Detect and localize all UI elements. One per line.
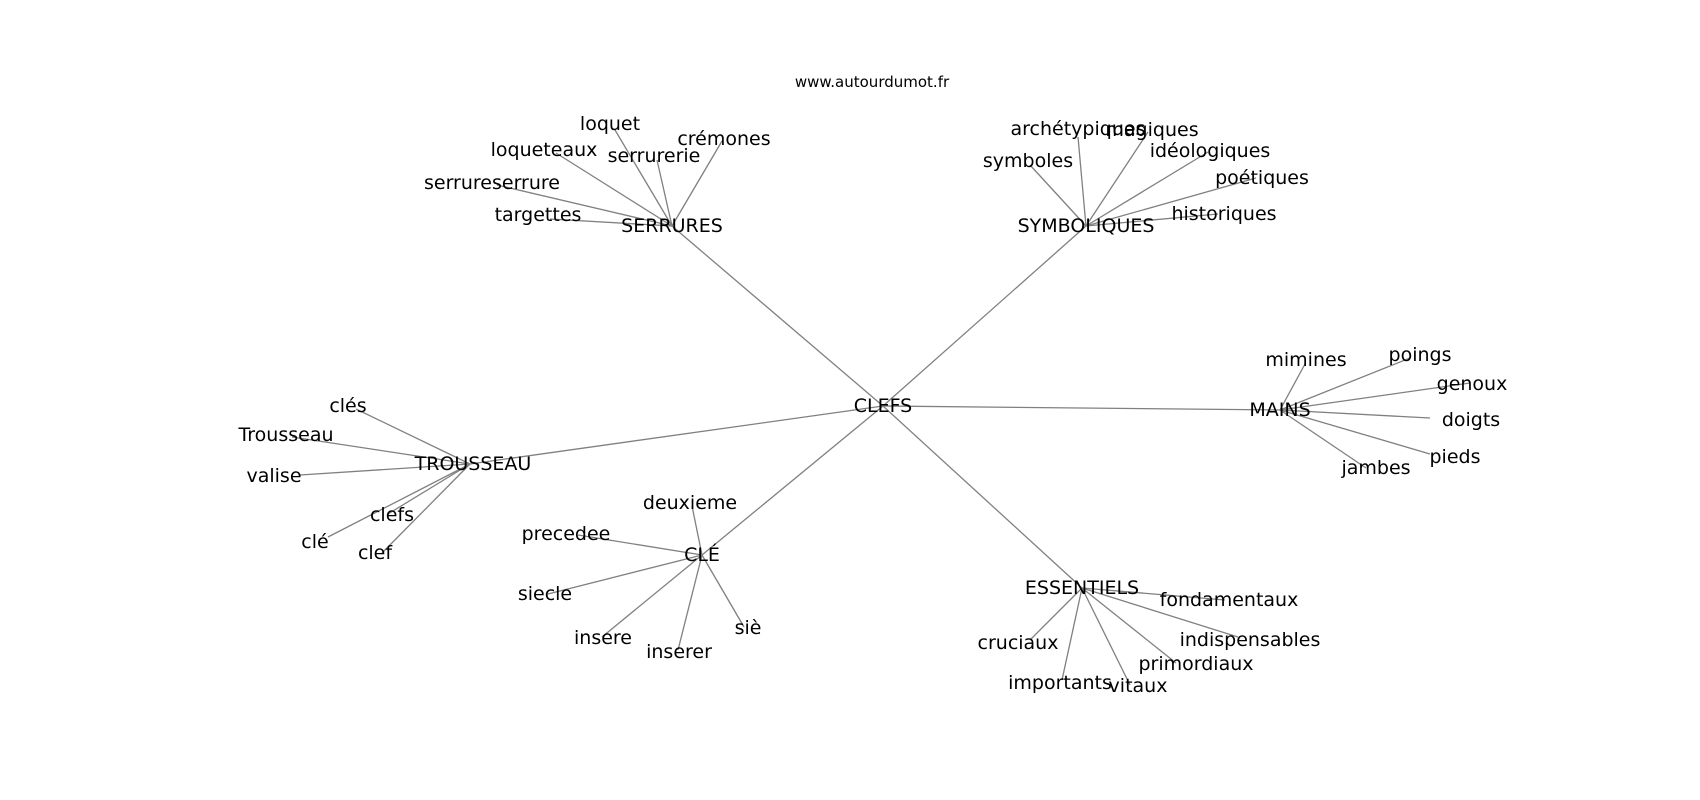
edge-hub-leaf [1061,587,1083,681]
edge-hub-leaf [577,534,703,556]
leaf-node: idéologiques [1150,140,1271,162]
edge-hub-leaf [1279,357,1411,411]
edge-hub-leaf [1279,382,1471,411]
source-label: www.autourdumot.fr [795,73,950,91]
edge-hub-leaf [691,505,703,556]
leaf-node: archétypiques [1011,118,1146,140]
leaf-node: clés [329,395,366,417]
leaf-node: targettes [495,204,582,226]
leaf-node: magiques [1105,119,1198,141]
hub-node: TROUSSEAU [414,453,532,475]
edge-hub-leaf [1077,136,1087,227]
leaf-node: clefs [370,504,414,526]
leaf-node: serrureserrure [424,172,560,194]
leaf-node: vitaux [1109,675,1168,697]
leaf-node: doigts [1442,409,1500,431]
leaf-node: serrurerie [608,145,701,167]
hub-node: SERRURES [621,215,723,237]
leaf-node: symboles [983,150,1073,172]
edge-hub-leaf [299,463,471,476]
labels-layer: www.autourdumot.fr CLEFS SERRURES loquet cr… [237,73,1507,697]
leaf-node: genoux [1437,373,1508,395]
edge-hub-leaf [671,140,723,227]
leaf-node: importants [1008,672,1112,694]
leaf-node: pieds [1430,446,1481,468]
edge-hub-leaf [1081,587,1226,601]
edge-hub-leaf [1085,177,1257,227]
hub-node: ESSENTIELS [1025,577,1139,599]
edge-hub-leaf [1081,587,1131,686]
edge-hub-leaf [656,159,673,227]
edges-layer [291,129,1471,686]
leaf-node: valise [246,465,301,487]
edge-hub-leaf [387,463,471,515]
edge-hub-leaf [1029,587,1083,641]
leaf-node: deuxieme [643,492,737,514]
edge-hub-leaf [701,554,745,628]
hub-node: CLÉ [684,543,720,566]
edge-center-hub [882,405,1083,589]
leaf-node: precedee [522,523,611,545]
edge-hub-leaf [1085,213,1219,227]
leaf-node: poings [1389,344,1452,366]
edge-hub-leaf [1085,151,1209,227]
leaf-node: clé [301,531,328,553]
leaf-node: cruciaux [978,632,1059,654]
edge-hub-leaf [291,436,471,465]
hub-node: SYMBOLIQUES [1018,215,1155,237]
leaf-node: siè [735,617,762,639]
leaf-node: clef [358,542,393,564]
leaf-node: poétiques [1215,167,1309,189]
edge-center-hub [469,405,884,465]
edge-center-hub [882,405,1281,411]
leaf-node: loquet [580,113,640,135]
edge-hub-leaf [547,554,703,595]
edge-hub-leaf [1029,164,1087,227]
edge-hub-leaf [355,408,471,465]
leaf-node: loqueteaux [491,139,598,161]
edge-hub-leaf [1081,587,1177,664]
edge-hub-leaf [549,218,673,227]
edge-hub-leaf [1279,409,1367,469]
leaf-node: Trousseau [237,424,333,446]
edge-hub-leaf [496,184,673,227]
leaf-node: historiques [1171,203,1276,225]
edge-center-hub [671,225,884,407]
edge-hub-leaf [1279,409,1431,455]
edge-hub-leaf [555,152,673,227]
edge-hub-leaf [1081,587,1239,638]
edge-center-hub [701,405,884,556]
edge-hub-leaf [381,463,471,554]
edge-hub-leaf [601,554,703,638]
leaf-node: primordiaux [1138,653,1253,675]
edge-hub-leaf [327,463,471,538]
edge-center-hub [882,225,1087,407]
leaf-node: indispensables [1180,629,1321,651]
leaf-node: fondamentaux [1160,589,1299,611]
edge-hub-leaf [1279,409,1431,419]
edge-hub-leaf [677,554,703,651]
leaf-node: insere [574,627,632,649]
leaf-node: jambes [1340,457,1410,479]
leaf-node: mimines [1265,349,1346,371]
edge-hub-leaf [614,129,673,227]
edge-hub-leaf [1279,363,1306,411]
hub-node: MAINS [1249,399,1310,421]
leaf-node: inserer [646,641,712,663]
leaf-node: crémones [677,128,770,150]
center-node: CLEFS [854,395,913,417]
leaf-node: siecle [518,583,572,605]
edge-hub-leaf [1085,131,1149,227]
